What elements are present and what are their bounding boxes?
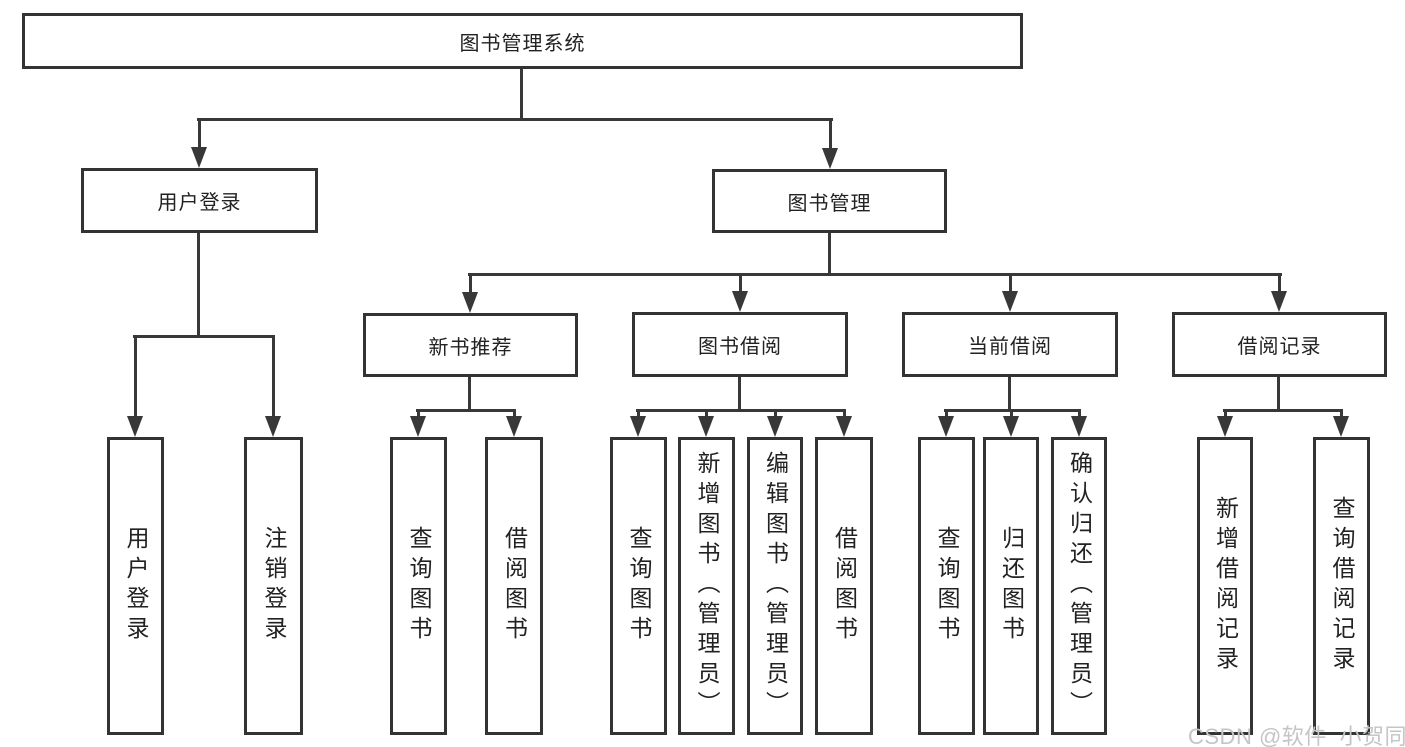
- node-user-login-label: 用户登录: [157, 192, 242, 214]
- leaf-query-books-recommend-label: 查询图书: [406, 526, 432, 646]
- leaf-query-books-recommend: 查询图书: [390, 437, 447, 735]
- connector-line: [1008, 377, 1011, 412]
- connector-line: [773, 409, 777, 418]
- leaf-edit-books-admin-label: 编辑图书（管理员）: [762, 451, 789, 721]
- connector-line: [197, 118, 201, 149]
- connector-line: [468, 377, 471, 412]
- node-book-management: 图书管理: [712, 169, 947, 233]
- connector-line: [468, 273, 472, 294]
- node-book-borrow: 图书借阅: [632, 312, 848, 377]
- arrowhead-down-icon: [462, 292, 478, 313]
- node-book-borrow-label: 图书借阅: [698, 336, 782, 358]
- arrowhead-down-icon: [191, 147, 207, 168]
- leaf-query-books-current: 查询图书: [918, 437, 975, 735]
- connector-line: [704, 409, 708, 418]
- leaf-add-books-admin: 新增图书（管理员）: [678, 437, 735, 735]
- leaf-query-borrow-record: 查询借阅记录: [1313, 437, 1370, 735]
- arrowhead-down-icon: [698, 416, 714, 437]
- connector-line: [944, 409, 1081, 412]
- node-user-login: 用户登录: [81, 168, 318, 233]
- connector-line: [828, 233, 831, 276]
- connector-line: [828, 118, 832, 150]
- connector-line: [1277, 273, 1281, 293]
- leaf-confirm-return-admin: 确认归还（管理员）: [1051, 437, 1107, 735]
- connector-line: [1009, 409, 1013, 418]
- leaf-query-books-current-label: 查询图书: [934, 526, 960, 646]
- connector-line: [738, 377, 741, 412]
- leaf-logout: 注销登录: [244, 437, 303, 735]
- connector-line: [636, 409, 846, 412]
- node-new-book-recommend-label: 新书推荐: [428, 336, 513, 359]
- arrowhead-down-icon: [732, 291, 748, 312]
- leaf-borrow-books: 借阅图书: [815, 437, 873, 735]
- connector-line: [842, 409, 846, 418]
- node-current-borrow: 当前借阅: [902, 312, 1118, 377]
- watermark: CSDN @软件_小贺同学: [1188, 724, 1405, 747]
- node-root: 图书管理系统: [22, 13, 1023, 69]
- node-current-borrow-label: 当前借阅: [968, 336, 1052, 358]
- leaf-query-books-borrow: 查询图书: [610, 437, 667, 735]
- connector-line: [1077, 409, 1081, 418]
- leaf-borrow-books-recommend: 借阅图书: [485, 437, 543, 735]
- connector-line: [133, 335, 137, 418]
- arrowhead-down-icon: [630, 416, 646, 437]
- arrowhead-down-icon: [1003, 416, 1019, 437]
- leaf-query-books-borrow-label: 查询图书: [626, 526, 652, 646]
- arrowhead-down-icon: [836, 416, 852, 437]
- connector-line: [271, 335, 275, 418]
- connector-line: [1339, 409, 1343, 418]
- arrowhead-down-icon: [938, 416, 954, 437]
- connector-line: [416, 409, 516, 412]
- leaf-add-books-admin-label: 新增图书（管理员）: [694, 451, 720, 721]
- arrowhead-down-icon: [410, 416, 426, 437]
- connector-line: [944, 409, 948, 418]
- leaf-return-books-label: 归还图书: [998, 526, 1025, 646]
- connector-line: [197, 118, 833, 121]
- connector-line: [512, 409, 516, 418]
- arrowhead-down-icon: [1217, 416, 1233, 437]
- connector-line: [133, 335, 275, 338]
- leaf-borrow-books-label: 借阅图书: [831, 526, 858, 646]
- leaf-query-borrow-record-label: 查询借阅记录: [1329, 496, 1355, 676]
- arrowhead-down-icon: [265, 416, 281, 437]
- connector-line: [1277, 377, 1280, 412]
- arrowhead-down-icon: [506, 416, 522, 437]
- node-borrow-records: 借阅记录: [1172, 312, 1387, 377]
- leaf-borrow-books-recommend-label: 借阅图书: [501, 526, 528, 646]
- leaf-edit-books-admin: 编辑图书（管理员）: [747, 437, 803, 735]
- arrowhead-down-icon: [127, 416, 143, 437]
- leaf-user-login: 用户登录: [107, 437, 164, 735]
- leaf-return-books: 归还图书: [983, 437, 1039, 735]
- connector-line: [520, 68, 523, 121]
- arrowhead-down-icon: [1002, 291, 1018, 312]
- leaf-add-borrow-record: 新增借阅记录: [1197, 437, 1253, 735]
- leaf-user-login-label: 用户登录: [123, 526, 149, 646]
- arrowhead-down-icon: [1071, 416, 1087, 437]
- connector-line: [197, 232, 200, 338]
- node-root-label: 图书管理系统: [459, 32, 586, 55]
- arrowhead-down-icon: [822, 148, 838, 169]
- connector-line: [416, 409, 420, 418]
- node-book-management-label: 图书管理: [787, 192, 872, 215]
- leaf-add-borrow-record-label: 新增借阅记录: [1212, 496, 1239, 676]
- connector-line: [636, 409, 640, 418]
- arrowhead-down-icon: [1271, 291, 1287, 312]
- connector-line: [468, 273, 1282, 276]
- node-new-book-recommend: 新书推荐: [363, 313, 578, 377]
- leaf-confirm-return-admin-label: 确认归还（管理员）: [1066, 451, 1093, 721]
- connector-line: [1223, 409, 1343, 412]
- connector-line: [738, 273, 742, 293]
- connector-line: [1223, 409, 1227, 418]
- arrowhead-down-icon: [767, 416, 783, 437]
- arrowhead-down-icon: [1333, 416, 1349, 437]
- connector-line: [1008, 273, 1012, 293]
- node-borrow-records-label: 借阅记录: [1237, 336, 1322, 358]
- leaf-logout-label: 注销登录: [261, 526, 287, 646]
